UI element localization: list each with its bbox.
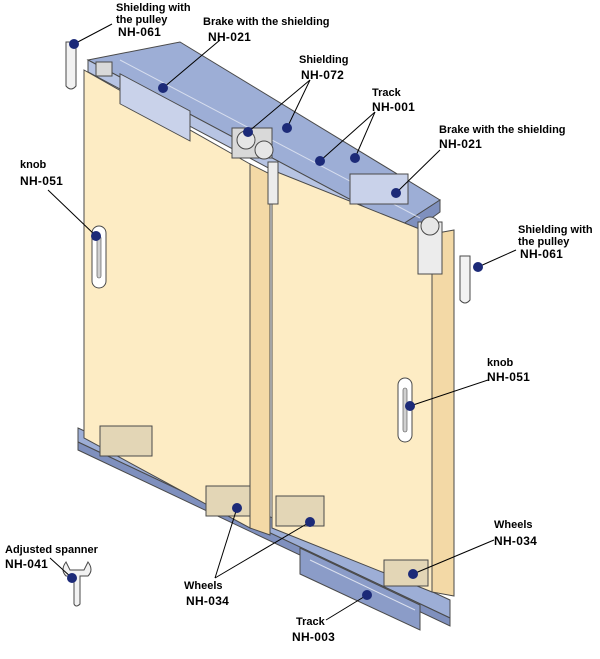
svg-text:Brake with the shielding: Brake with the shielding bbox=[203, 16, 330, 28]
svg-text:Shielding with: Shielding with bbox=[116, 2, 191, 14]
svg-text:NH-041: NH-041 bbox=[5, 557, 48, 571]
label-wheels-right: Wheels NH-034 bbox=[494, 519, 537, 548]
label-spanner: Adjusted spanner NH-041 bbox=[5, 544, 99, 571]
svg-text:NH-061: NH-061 bbox=[520, 247, 563, 261]
top-hardware bbox=[95, 61, 443, 275]
adjusted-spanner-tool bbox=[62, 561, 92, 607]
wheel-blocks bbox=[99, 425, 429, 587]
marker-wheels-right bbox=[408, 569, 418, 579]
svg-text:NH-051: NH-051 bbox=[487, 370, 530, 384]
svg-text:NH-051: NH-051 bbox=[20, 174, 63, 188]
svg-text:Wheels: Wheels bbox=[184, 580, 223, 592]
svg-text:Track: Track bbox=[296, 616, 326, 628]
shielding-pulley-clip-top bbox=[65, 41, 77, 90]
marker-knob-left bbox=[91, 231, 101, 241]
svg-text:Adjusted spanner: Adjusted spanner bbox=[5, 544, 99, 556]
marker-shielding-a bbox=[243, 127, 253, 137]
label-shielding-pulley-top: Shielding with the pulley NH-061 bbox=[116, 2, 191, 39]
svg-text:the pulley: the pulley bbox=[518, 236, 570, 248]
marker-spanner bbox=[67, 573, 77, 583]
marker-shielding-b bbox=[282, 123, 292, 133]
svg-text:NH-021: NH-021 bbox=[439, 137, 482, 151]
svg-text:the pulley: the pulley bbox=[116, 14, 168, 26]
left-door-panel bbox=[83, 69, 271, 536]
label-knob-right: knob NH-051 bbox=[487, 357, 530, 384]
label-wheels-center: Wheels NH-034 bbox=[184, 580, 229, 608]
svg-text:Shielding: Shielding bbox=[299, 54, 349, 66]
marker-wheels-center-b bbox=[305, 517, 315, 527]
svg-text:NH-003: NH-003 bbox=[292, 630, 335, 644]
marker-wheels-center-a bbox=[232, 503, 242, 513]
label-brake-right: Brake with the shielding NH-021 bbox=[439, 124, 566, 151]
callout-markers bbox=[67, 39, 483, 600]
marker-track-bottom bbox=[362, 590, 372, 600]
marker-track-top-a bbox=[315, 156, 325, 166]
marker-brake-top bbox=[158, 83, 168, 93]
marker-shielding-pulley-right bbox=[473, 262, 483, 272]
marker-knob-right bbox=[405, 401, 415, 411]
marker-brake-right bbox=[391, 188, 401, 198]
svg-text:Track: Track bbox=[372, 87, 402, 99]
svg-text:NH-061: NH-061 bbox=[118, 25, 161, 39]
label-shielding-072: Shielding NH-072 bbox=[299, 54, 349, 82]
svg-text:NH-034: NH-034 bbox=[186, 594, 229, 608]
leader-lines bbox=[47, 23, 517, 621]
shielding-pulley-clip-right bbox=[459, 255, 471, 304]
marker-shielding-pulley-top bbox=[69, 39, 79, 49]
label-knob-left: knob NH-051 bbox=[20, 159, 63, 188]
right-door-panel bbox=[271, 169, 455, 597]
label-brake-top: Brake with the shielding NH-021 bbox=[203, 16, 330, 44]
svg-text:NH-021: NH-021 bbox=[208, 30, 251, 44]
svg-text:Shielding with: Shielding with bbox=[518, 224, 593, 236]
marker-track-top-b bbox=[350, 153, 360, 163]
label-track-bottom: Track NH-003 bbox=[292, 616, 335, 644]
svg-text:NH-072: NH-072 bbox=[301, 68, 344, 82]
loose-parts bbox=[62, 41, 471, 607]
svg-text:NH-034: NH-034 bbox=[494, 534, 537, 548]
svg-text:knob: knob bbox=[20, 159, 47, 171]
label-track-top: Track NH-001 bbox=[372, 87, 415, 114]
svg-text:NH-001: NH-001 bbox=[372, 100, 415, 114]
label-shielding-pulley-right: Shielding with the pulley NH-061 bbox=[518, 224, 593, 261]
svg-text:knob: knob bbox=[487, 357, 514, 369]
svg-text:Wheels: Wheels bbox=[494, 519, 533, 531]
svg-text:Brake with the shielding: Brake with the shielding bbox=[439, 124, 566, 136]
